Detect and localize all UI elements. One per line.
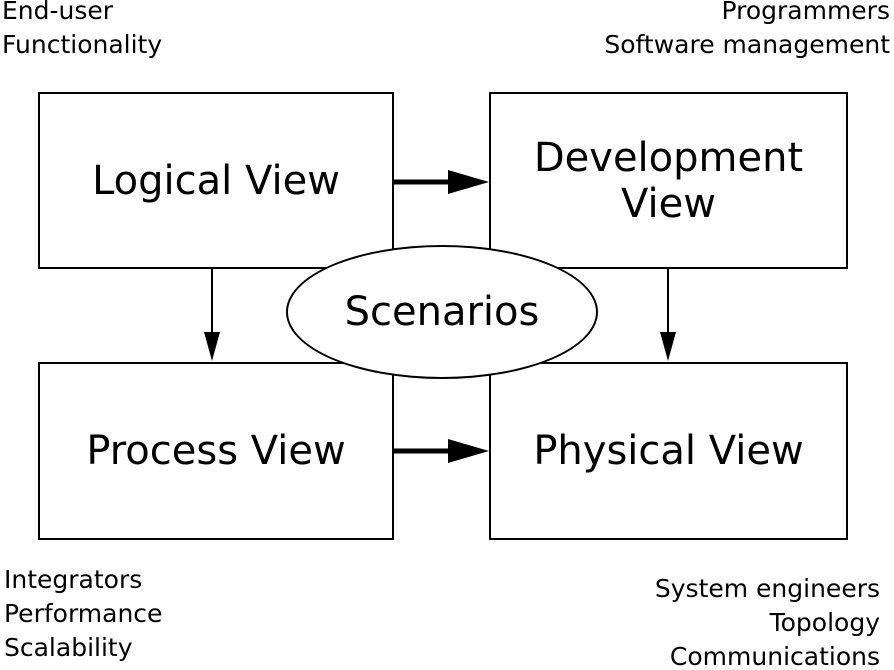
process-view-stakeholders: Integrators Performance Scalability: [4, 563, 162, 665]
annotation-line: End-user: [2, 0, 114, 25]
development-view-label: Development View: [533, 134, 804, 227]
physical-view-stakeholders: System engineers Topology Communications: [655, 572, 880, 670]
arrow-logical-to-process: [204, 269, 220, 361]
annotation-line: Software management: [604, 30, 890, 59]
scenarios-ellipse: Scenarios: [286, 245, 598, 379]
physical-view-box: Physical View: [489, 362, 848, 540]
annotation-line: Programmers: [721, 0, 890, 25]
logical-view-box: Logical View: [38, 92, 394, 269]
annotation-line: System engineers: [654, 574, 880, 603]
annotation-line: Communications: [669, 642, 880, 670]
arrow-logical-to-development: [394, 170, 489, 194]
logical-view-stakeholders: End-user Functionality: [2, 0, 162, 62]
arrow-process-to-physical: [394, 439, 489, 463]
arrow-development-to-physical: [660, 269, 676, 361]
development-view-stakeholders: Programmers Software management: [604, 0, 890, 62]
process-view-box: Process View: [38, 362, 394, 540]
development-view-box: Development View: [489, 92, 848, 269]
process-view-label: Process View: [86, 428, 346, 474]
annotation-line: Functionality: [2, 30, 163, 59]
physical-view-label: Physical View: [533, 428, 804, 474]
logical-view-label: Logical View: [92, 157, 340, 204]
scenarios-label: Scenarios: [344, 289, 540, 335]
annotation-line: Topology: [769, 608, 880, 637]
annotation-line: Scalability: [4, 633, 133, 662]
annotation-line: Performance: [4, 599, 163, 628]
annotation-line: Integrators: [4, 565, 143, 594]
